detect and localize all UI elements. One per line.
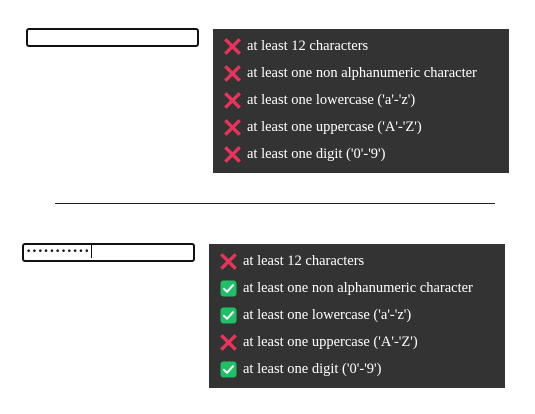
rule-item: at least one non alphanumeric character: [219, 275, 505, 302]
rule-item: at least one non alphanumeric character: [223, 60, 509, 87]
rule-label: at least 12 characters: [243, 253, 365, 269]
rule-label: at least 12 characters: [247, 38, 369, 54]
password-input[interactable]: [26, 28, 199, 47]
password-input[interactable]: •••••••••••: [22, 243, 195, 262]
cross-icon: [223, 119, 241, 137]
rule-item: at least one uppercase ('A'-'Z'): [223, 114, 509, 141]
rule-item: at least 12 characters: [219, 248, 505, 275]
check-icon: [219, 307, 237, 325]
cross-icon: [223, 146, 241, 164]
rule-item: at least one uppercase ('A'-'Z'): [219, 329, 505, 356]
check-icon: [219, 280, 237, 298]
rule-label: at least one digit ('0'-'9'): [243, 361, 382, 377]
rule-item: at least one digit ('0'-'9'): [223, 141, 509, 168]
rule-item: at least one lowercase ('a'-'z'): [219, 302, 505, 329]
cross-icon: [223, 92, 241, 110]
password-rules-panel: at least 12 characters at least one non …: [213, 29, 509, 173]
check-icon: [219, 361, 237, 379]
rule-label: at least one non alphanumeric character: [247, 65, 477, 81]
password-rules-panel: at least 12 characters at least one non …: [209, 244, 505, 388]
rule-label: at least one uppercase ('A'-'Z'): [243, 334, 418, 350]
rule-label: at least one non alphanumeric character: [243, 280, 473, 296]
cross-icon: [223, 65, 241, 83]
rule-item: at least 12 characters: [223, 33, 509, 60]
rule-item: at least one digit ('0'-'9'): [219, 356, 505, 383]
rule-item: at least one lowercase ('a'-'z'): [223, 87, 509, 114]
rule-label: at least one lowercase ('a'-'z'): [243, 307, 412, 323]
cross-icon: [219, 253, 237, 271]
section-divider: [55, 203, 495, 204]
cross-icon: [223, 38, 241, 56]
text-caret: [90, 245, 92, 258]
cross-icon: [219, 334, 237, 352]
rule-label: at least one digit ('0'-'9'): [247, 146, 386, 162]
password-input-value: •••••••••••: [26, 247, 90, 257]
rule-label: at least one uppercase ('A'-'Z'): [247, 119, 422, 135]
rule-label: at least one lowercase ('a'-'z'): [247, 92, 416, 108]
